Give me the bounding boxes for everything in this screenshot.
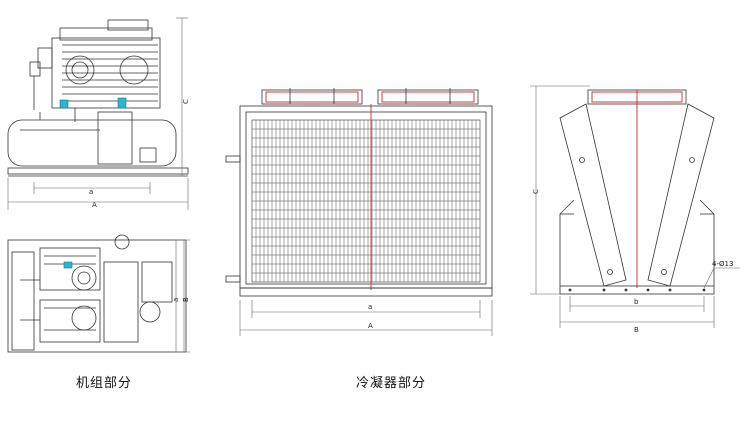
dim-label-a-unit: a [89, 188, 93, 196]
unit-front-view: C a A [7, 17, 190, 210]
cyan-valve-right [117, 97, 127, 109]
condenser-front-view: a A [225, 88, 493, 336]
dim-label-B-top: B [182, 297, 190, 302]
fan-left [261, 88, 363, 105]
dim-label-b-cond: b [634, 298, 639, 306]
dim-label-C-cond: C [532, 189, 540, 194]
dim-label-a-top: a [172, 298, 180, 302]
cyan-component-top [63, 261, 73, 269]
fan-right [377, 88, 479, 105]
dim-label-A-unit: A [92, 201, 97, 209]
dim-label-C-unit: C [182, 99, 190, 104]
condenser-side-view: C 4-Ø13 b B [530, 85, 740, 334]
dim-label-B-cond: B [634, 326, 639, 334]
unit-top-view: a B [7, 234, 190, 353]
coil-panel-right [647, 103, 715, 287]
dim-label-a-cond: a [368, 303, 372, 311]
caption-condenser-section: 冷凝器部分 [356, 376, 427, 391]
caption-unit-section: 机组部分 [76, 376, 133, 391]
coil-panel-left [559, 103, 627, 287]
cyan-valve-left [59, 99, 69, 109]
bolt-hole-label: 4-Ø13 [712, 260, 733, 268]
dim-label-A-cond: A [368, 322, 373, 330]
